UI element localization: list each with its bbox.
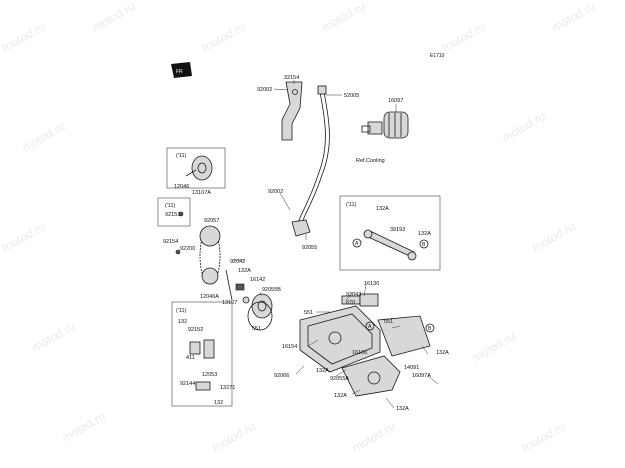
part-label: 132A [436,350,449,356]
drive-chain [199,225,221,285]
part-label: 13271 [220,385,235,391]
front-direction-icon: FR [171,62,192,78]
part-label: 92057 [204,218,219,224]
part-label: 16097 [388,98,403,104]
part-label: 92055B [262,287,281,293]
part-label: 132A [418,231,431,237]
part-label: 92154 [163,239,178,245]
marker-label: A [355,241,359,247]
part-label: 14091 [404,365,419,371]
part-label: 16154 [282,344,297,350]
callout-box-11-bolts [157,197,191,227]
svg-text:FR: FR [176,69,183,75]
oil-strainer [341,355,401,397]
part-label: 92002 [257,87,272,93]
part-label: 92055A [330,376,349,382]
group-tag: ('11) [176,308,187,314]
group-tag: ('11) [165,203,176,209]
oil-pump-cover [247,293,273,331]
oil-level-gauge [295,85,330,229]
part-label: 92152 [188,327,203,333]
gauge-tube-foot [291,219,311,237]
part-label: 92042 [230,259,245,265]
part-label: 13107A [192,190,211,196]
marker-label: B [422,242,426,248]
part-label: 670 [346,300,355,306]
relief-valve [189,339,215,391]
part-label: 132A [334,393,347,399]
part-label: 132A [316,368,329,374]
oil-filter [383,111,409,139]
part-label: 13107 [222,300,237,306]
oil-pipe [363,229,417,261]
marker-circle [425,323,435,333]
group-tag: ('11) [176,153,187,159]
pan-plate [377,315,431,357]
part-label: 132 [178,319,187,325]
part-label: 52005 [344,93,359,99]
marker-label: A [368,324,372,330]
marker-label: B [428,326,432,332]
part-label: 92002 [268,189,283,195]
leader-lines [232,80,439,409]
bolt [175,249,181,255]
part-label: 92144 [180,381,195,387]
sprocket [185,155,213,181]
callout-box-11-sprocket [166,147,226,189]
part-label: 132 [214,400,223,406]
part-label: 92200 [180,246,195,252]
marker-circle [352,238,362,248]
part-label: 92055 [302,245,317,251]
part-label: 16097A [412,373,431,379]
marker-circle [419,239,429,249]
group-tag: ('11) [346,202,357,208]
part-label: 12046 [174,184,189,190]
part-label: 16130 [364,281,379,287]
part-label: 411 [186,355,195,361]
part-label: 551 [384,319,393,325]
filter-fitting [361,121,383,135]
part-label: 16160 [352,350,367,356]
part-label: 12053 [202,372,217,378]
part-label: 92153 [165,212,180,218]
part-label: 12046A [200,294,219,300]
part-label: 92043 [346,292,361,298]
part-label: 32154 [284,75,299,81]
part-label: 551 [304,310,313,316]
oil-nozzle [341,293,379,307]
part-label: 39193 [390,227,405,233]
diagram-code: E1710 [430,53,445,59]
part-label: 132A [238,268,251,274]
pump-shaft [225,269,250,304]
callout-box-11-valve [171,301,233,407]
gauge-bracket [281,81,303,141]
part-label: 132A [376,206,389,212]
marker-circle [365,321,375,331]
bolt [178,211,184,217]
callout-box-11-pipe [339,195,441,271]
part-label: 132A [396,406,409,412]
part-label: 92066 [274,373,289,379]
part-label: 16142 [250,277,265,283]
ref-note: Ref.Cooling [356,158,385,164]
part-label: 551 [252,326,261,332]
oil-pan [299,305,381,373]
